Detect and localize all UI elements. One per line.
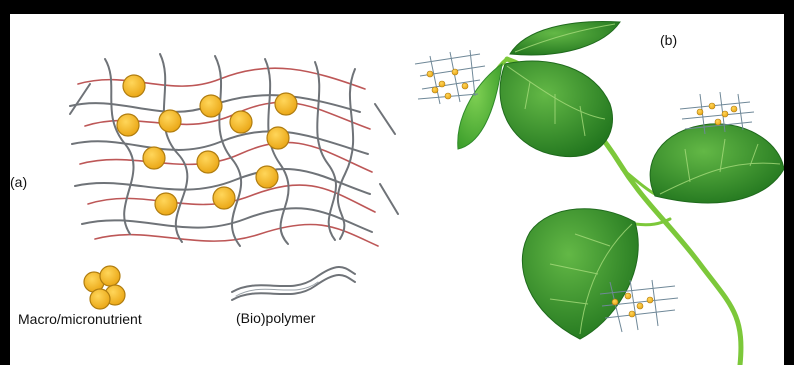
leaf-bottom bbox=[522, 209, 638, 339]
leaf-left bbox=[458, 64, 502, 149]
legend-polymer-label: (Bio)polymer bbox=[236, 310, 315, 326]
nutrient-sphere bbox=[117, 114, 139, 136]
nutrient-sphere bbox=[267, 127, 289, 149]
nutrient-sphere bbox=[143, 147, 165, 169]
nutrient-sphere bbox=[159, 110, 181, 132]
nutrient-sphere bbox=[230, 111, 252, 133]
panel-a-label: (a) bbox=[10, 174, 27, 190]
panel-b-label: (b) bbox=[660, 32, 677, 48]
nutrient-sphere bbox=[155, 193, 177, 215]
legend-polymer-strands bbox=[232, 267, 355, 300]
polymer-red-strands bbox=[78, 68, 378, 246]
nutrient-sphere bbox=[200, 95, 222, 117]
leaf-center bbox=[500, 61, 612, 157]
legend-nutrient-label: Macro/micronutrient bbox=[18, 311, 142, 327]
nutrient-sphere bbox=[213, 187, 235, 209]
nutrient-sphere bbox=[197, 151, 219, 173]
plant-illustration bbox=[415, 21, 784, 365]
nutrient-sphere bbox=[256, 166, 278, 188]
polymer-network bbox=[70, 54, 398, 246]
legend-nutrient-cluster bbox=[84, 266, 125, 309]
figure-panel: (a) (b) Macro/micronutrient (Bio)polymer bbox=[10, 14, 784, 365]
cluster-top-left bbox=[415, 50, 485, 104]
nutrient-sphere bbox=[123, 75, 145, 97]
nutrient-sphere bbox=[275, 93, 297, 115]
